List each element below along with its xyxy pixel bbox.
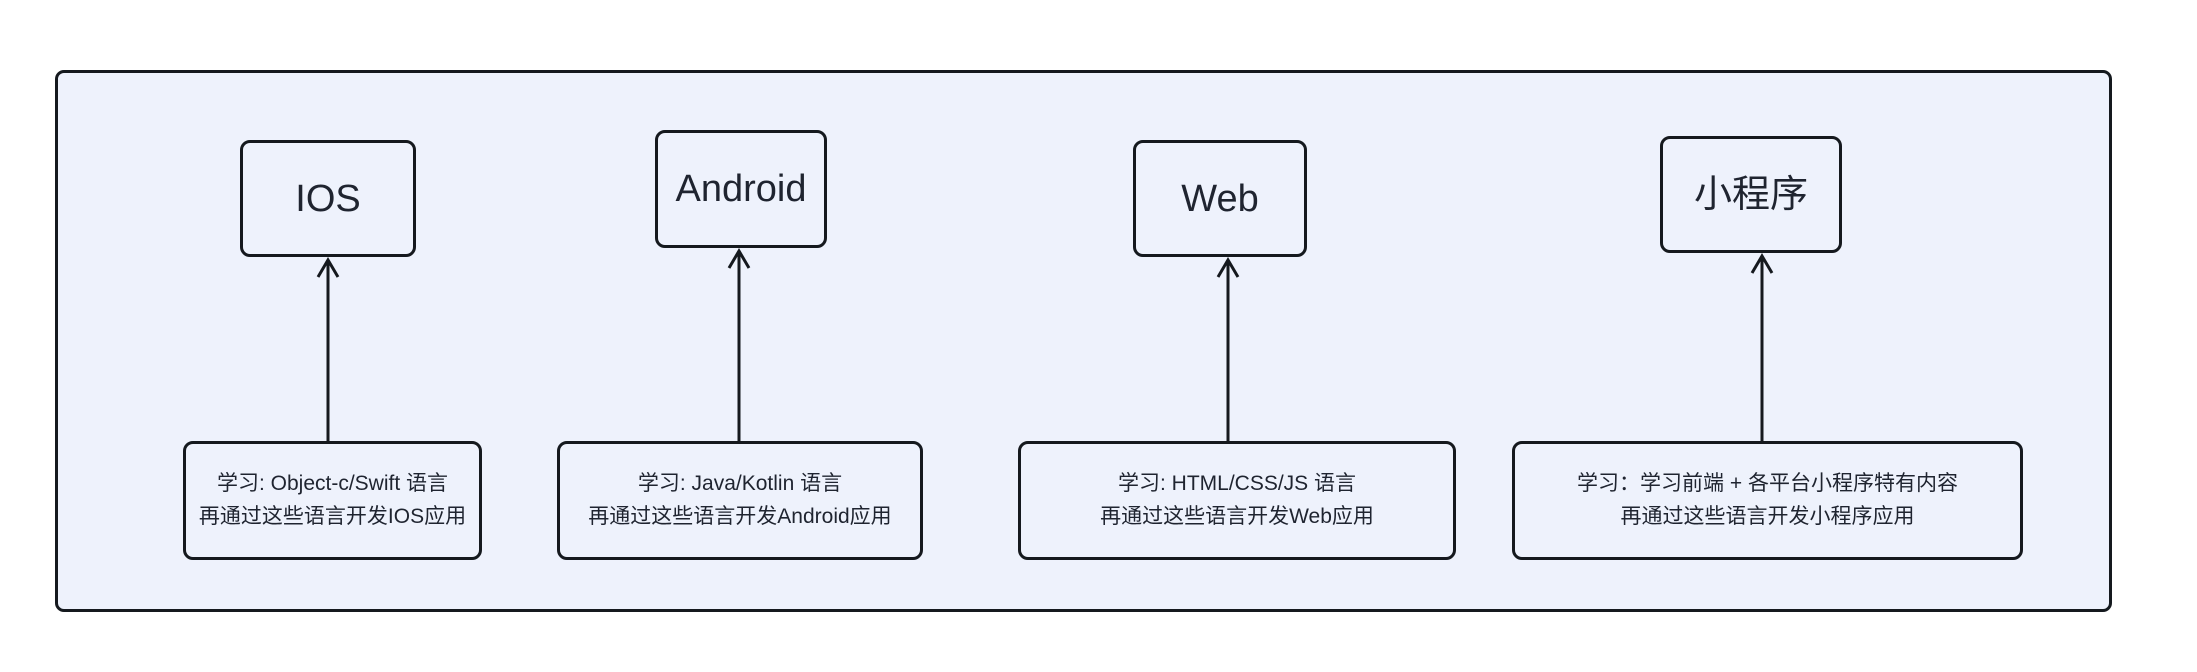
arrow-android: [727, 248, 751, 441]
platform-label-miniprogram: 小程序: [1693, 173, 1808, 216]
detail-box-miniprogram[interactable]: 学习：学习前端 + 各平台小程序特有内容 再通过这些语言开发小程序应用: [1512, 441, 2023, 560]
platform-box-android[interactable]: Android: [655, 130, 827, 248]
detail-line-android-1: 学习: Java/Kotlin 语言: [637, 471, 843, 495]
arrow-web: [1216, 257, 1240, 441]
platform-label-android: Android: [675, 168, 807, 210]
detail-line-ios-2: 再通过这些语言开发IOS应用: [198, 504, 467, 528]
arrow-miniprogram: [1750, 253, 1774, 441]
detail-line-web-1: 学习: HTML/CSS/JS 语言: [1117, 471, 1357, 495]
detail-box-web[interactable]: 学习: HTML/CSS/JS 语言 再通过这些语言开发Web应用: [1018, 441, 1456, 560]
detail-line-ios-1: 学习: Object-c/Swift 语言: [216, 471, 449, 495]
detail-box-android[interactable]: 学习: Java/Kotlin 语言 再通过这些语言开发Android应用: [557, 441, 923, 560]
platform-box-web[interactable]: Web: [1133, 140, 1307, 257]
platform-label-web: Web: [1181, 177, 1259, 220]
platform-box-miniprogram[interactable]: 小程序: [1660, 136, 1842, 253]
detail-line-miniprogram-2: 再通过这些语言开发小程序应用: [1620, 504, 1915, 528]
platform-label-ios: IOS: [295, 177, 361, 220]
platform-box-ios[interactable]: IOS: [240, 140, 416, 257]
detail-box-ios[interactable]: 学习: Object-c/Swift 语言 再通过这些语言开发IOS应用: [183, 441, 482, 560]
arrow-ios: [316, 257, 340, 441]
detail-line-android-2: 再通过这些语言开发Android应用: [588, 504, 892, 528]
detail-line-web-2: 再通过这些语言开发Web应用: [1100, 504, 1374, 528]
detail-line-miniprogram-1: 学习：学习前端 + 各平台小程序特有内容: [1577, 471, 1958, 495]
